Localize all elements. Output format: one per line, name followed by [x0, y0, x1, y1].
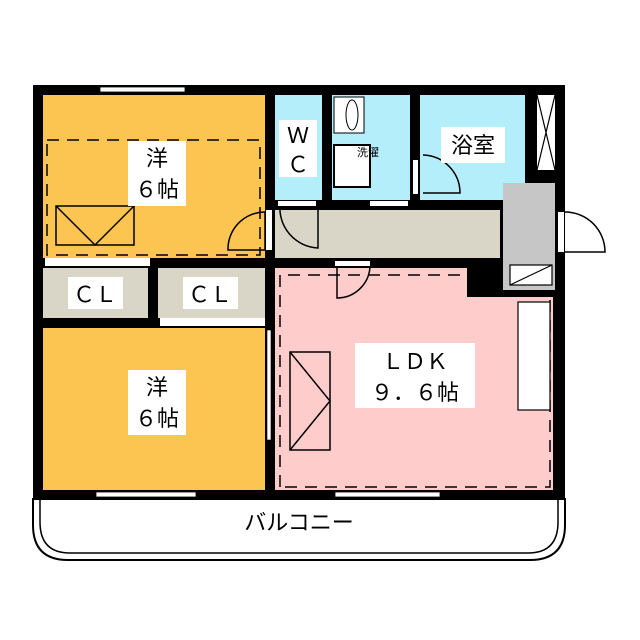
- kitchen-counter: [517, 301, 551, 411]
- western-room-2-label: 洋: [146, 376, 168, 401]
- toilet-label-2: Ｃ: [287, 153, 309, 178]
- western-room-1-size: ６帖: [135, 178, 179, 203]
- bathroom-label: 浴室: [451, 134, 495, 159]
- storage-box-icon: [289, 351, 331, 451]
- washing-machine-icon: [333, 144, 371, 188]
- balcony-label: バルコニー: [244, 511, 354, 536]
- ldk-label: ＬＤＫ: [382, 350, 448, 375]
- ldk-size: ９．６帖: [371, 381, 459, 406]
- western-room-2-size: ６帖: [135, 407, 179, 432]
- storage-box-icon: [55, 205, 135, 247]
- closet-2-label: ＣＬ: [188, 283, 232, 308]
- door-swing-icons: [227, 154, 606, 299]
- toilet-label-1: Ｗ: [287, 124, 309, 149]
- corridor: [275, 210, 500, 258]
- balcony: [32, 498, 566, 561]
- washroom-label: 洗濯: [357, 146, 379, 159]
- closet-1-label: ＣＬ: [73, 283, 117, 308]
- western-room-1-label: 洋: [146, 147, 168, 172]
